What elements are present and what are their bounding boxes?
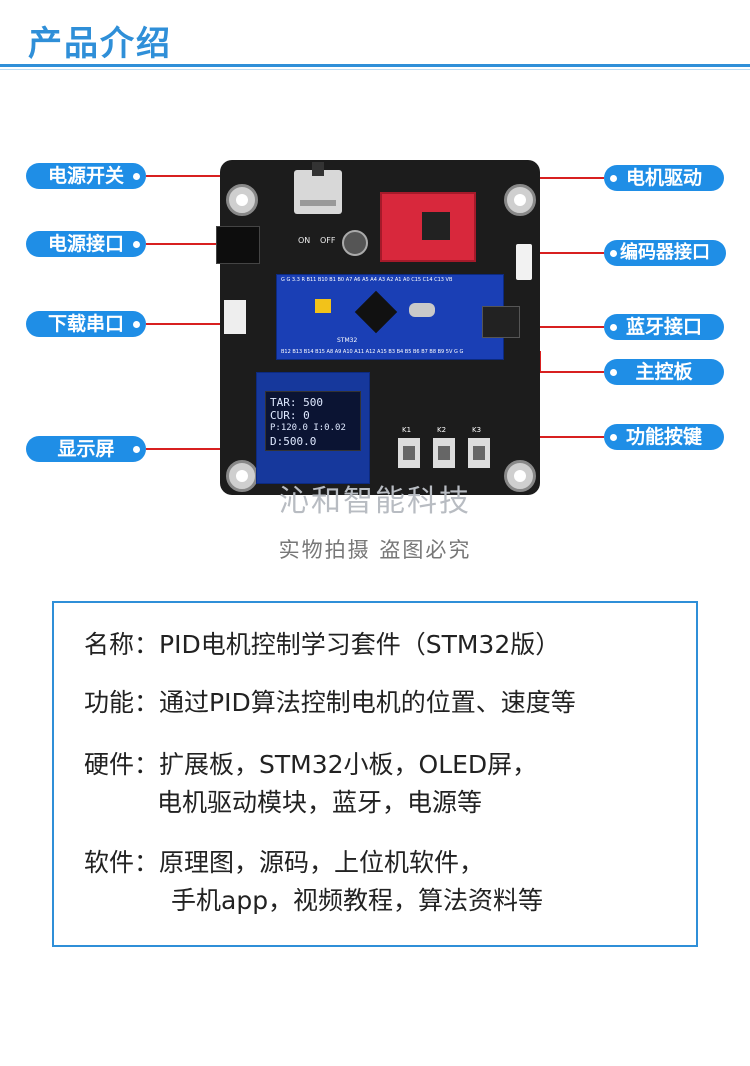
switch-pins xyxy=(300,200,336,216)
key-k3 xyxy=(468,438,490,468)
watermark-note: 实物拍摄 盗图必究 xyxy=(278,538,472,562)
dot-icon xyxy=(610,433,617,441)
info-software-1: 软件：原理图，源码，上位机软件， xyxy=(84,848,485,877)
info-hardware-1: 硬件：扩展板，STM32小板，OLED屏， xyxy=(84,750,538,779)
title-underline-light xyxy=(0,69,750,70)
crystal xyxy=(409,303,435,317)
pin-header-bottom: B12 B13 B14 B15 A8 A9 A10 A11 A12 A15 B3… xyxy=(281,349,464,355)
dot-icon xyxy=(610,368,617,376)
dot-icon xyxy=(133,320,140,328)
label-encoder-port: 编码器接口 xyxy=(604,240,726,266)
label-text: 蓝牙接口 xyxy=(625,316,702,338)
label-text: 电机驱动 xyxy=(625,167,702,189)
mount-hole-icon xyxy=(504,184,536,216)
oled-screen: TAR: 500 CUR: 0 P:120.0 I:0.02 D:500.0 xyxy=(265,391,361,451)
pcb-board: ON OFF G G 3.3 R B11 B10 B1 B0 A7 A6 A5 … xyxy=(216,160,540,495)
oled-line-3: P:120.0 I:0.02 xyxy=(270,423,346,433)
key-k2 xyxy=(433,438,455,468)
label-text: 显示屏 xyxy=(57,438,115,460)
info-hardware-2: 电机驱动模块，蓝牙，电源等 xyxy=(157,788,483,817)
motor-driver-module xyxy=(380,192,476,262)
serial-connector xyxy=(224,300,246,334)
info-name: 名称：PID电机控制学习套件（STM32版） xyxy=(84,630,561,659)
info-function: 功能：通过PID算法控制电机的位置、速度等 xyxy=(84,688,576,717)
power-switch xyxy=(294,162,342,216)
key-k2-label: K2 xyxy=(437,426,447,434)
label-text: 功能按键 xyxy=(625,426,702,448)
dot-icon xyxy=(610,174,617,182)
mount-hole-icon xyxy=(504,460,536,492)
oled-line-2: CUR: 0 xyxy=(270,409,310,422)
oled-line-4: D:500.0 xyxy=(270,435,317,448)
jumper-yellow xyxy=(315,299,331,313)
watermark-brand: 沁和智能科技 xyxy=(279,484,471,519)
info-box: 名称：PID电机控制学习套件（STM32版） 功能：通过PID算法控制电机的位置… xyxy=(52,601,698,947)
dot-icon xyxy=(133,445,140,453)
oled-line-1: TAR: 500 xyxy=(270,396,323,409)
label-main-board: 主控板 xyxy=(604,359,724,385)
dot-icon xyxy=(610,249,617,257)
label-display: 显示屏 xyxy=(26,436,146,462)
driver-chip xyxy=(422,212,450,240)
label-bluetooth-port: 蓝牙接口 xyxy=(604,314,724,340)
mcu-chip xyxy=(354,290,398,334)
key-k3-label: K3 xyxy=(472,426,482,434)
key-k1-cap xyxy=(403,446,415,460)
dot-icon xyxy=(610,323,617,331)
chip-label: STM32 xyxy=(337,337,358,344)
title-underline xyxy=(0,64,750,67)
label-function-keys: 功能按键 xyxy=(604,424,724,450)
dot-icon xyxy=(133,240,140,248)
encoder-connector xyxy=(516,244,532,280)
label-text: 下载串口 xyxy=(47,313,124,335)
oled-display: TAR: 500 CUR: 0 P:120.0 I:0.02 D:500.0 xyxy=(256,372,370,484)
page-title: 产品介绍 xyxy=(28,24,172,64)
switch-on-label: ON xyxy=(298,236,311,245)
label-text: 电源接口 xyxy=(47,233,124,255)
info-software-2: 手机app，视频教程，算法资料等 xyxy=(171,886,544,915)
label-power-switch: 电源开关 xyxy=(26,163,146,189)
key-k2-cap xyxy=(438,446,450,460)
key-k1 xyxy=(398,438,420,468)
label-text: 编码器接口 xyxy=(620,242,710,263)
mount-hole-icon xyxy=(226,184,258,216)
switch-knob xyxy=(312,162,324,176)
dot-icon xyxy=(133,172,140,180)
label-power-port: 电源接口 xyxy=(26,231,146,257)
capacitor xyxy=(342,230,368,256)
label-text: 主控板 xyxy=(635,361,693,383)
key-k1-label: K1 xyxy=(402,426,412,434)
label-text: 电源开关 xyxy=(47,165,124,187)
key-k3-cap xyxy=(473,446,485,460)
pin-header-top: G G 3.3 R B11 B10 B1 B0 A7 A6 A5 A4 A3 A… xyxy=(281,277,453,283)
stm32-board: G G 3.3 R B11 B10 B1 B0 A7 A6 A5 A4 A3 A… xyxy=(276,274,504,360)
label-motor-driver: 电机驱动 xyxy=(604,165,724,191)
bluetooth-header xyxy=(482,306,520,338)
power-jack xyxy=(216,226,260,264)
label-download-port: 下载串口 xyxy=(26,311,146,337)
switch-off-label: OFF xyxy=(320,236,336,245)
